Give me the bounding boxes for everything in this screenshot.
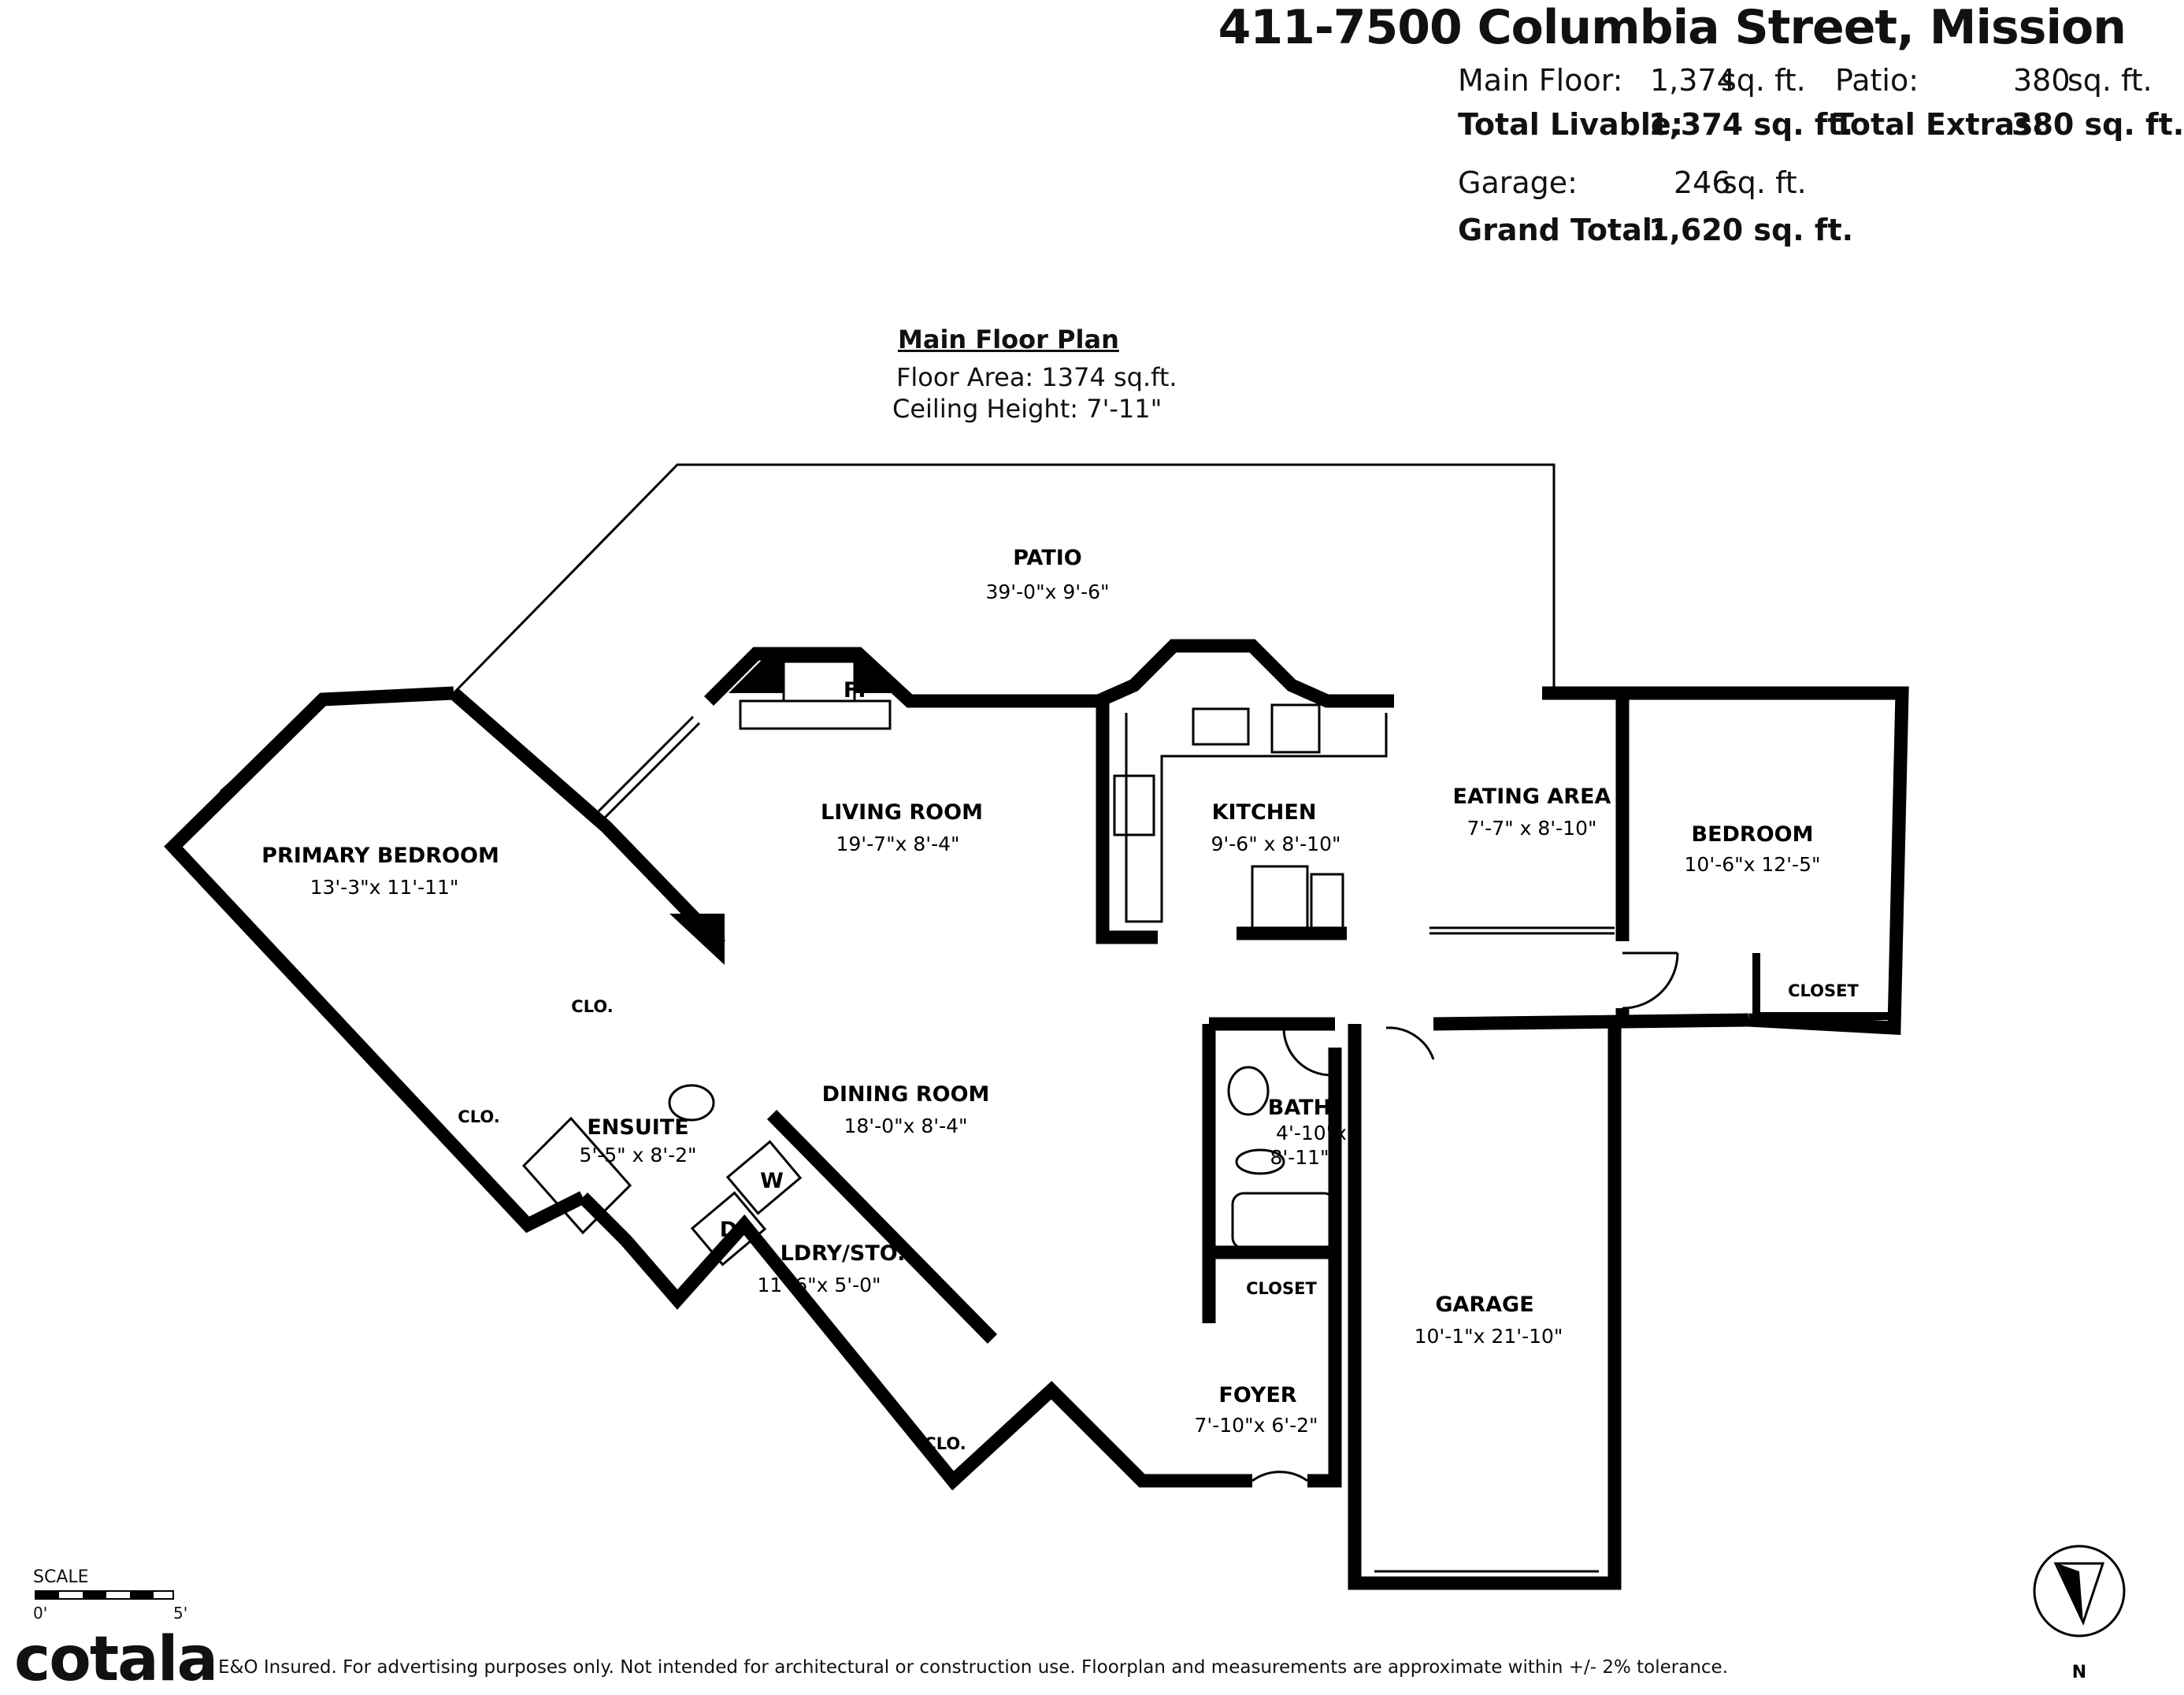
total-livable-label: Total Livable:	[1458, 107, 1683, 142]
laundry-closet-label: CLO.	[924, 1434, 966, 1453]
eating-area-name: EATING AREA	[1453, 784, 1611, 809]
scale-start: 0'	[33, 1604, 48, 1623]
patio-unit: sq. ft.	[2067, 63, 2152, 98]
patio-dim: 39'-0"x 9'-6"	[985, 580, 1109, 603]
dining-room-name: DINING ROOM	[822, 1082, 990, 1107]
north-arrow-icon: N	[2033, 1545, 2126, 1682]
plan-floor-area: Floor Area: 1374 sq.ft.	[896, 362, 1177, 392]
kitchen-name: KITCHEN	[1212, 800, 1317, 825]
total-livable-value: 1,374 sq. ft.	[1648, 107, 1854, 142]
ensuite-closet-label: CLO.	[571, 997, 613, 1016]
patio-label: Patio:	[1835, 63, 1919, 98]
bath-name: BATH	[1268, 1096, 1331, 1120]
fireplace-hearth	[739, 699, 892, 730]
cotala-logo: cotala	[14, 1624, 218, 1695]
corner-pillar	[669, 914, 725, 965]
garage-value: 246	[1674, 165, 1731, 200]
main-floor-unit: sq. ft.	[1721, 63, 1806, 98]
laundry-dim: 11'-6"x 5'-0"	[757, 1274, 881, 1296]
foyer-dim: 7'-10"x 6'-2"	[1194, 1414, 1318, 1437]
stove	[1113, 774, 1155, 836]
garage-label: Garage:	[1458, 165, 1578, 200]
kitchen-dim: 9'-6" x 8'-10"	[1211, 833, 1340, 855]
patio-name: PATIO	[1013, 546, 1082, 570]
fridge	[1270, 703, 1321, 754]
washer-box	[725, 1140, 803, 1215]
primary-bedroom-dim: 13'-3"x 11'-11"	[310, 876, 459, 899]
garage-name: GARAGE	[1435, 1293, 1533, 1317]
kitchen-sink	[1192, 707, 1250, 746]
grand-total-value: 1,620 sq. ft.	[1648, 213, 1854, 247]
laundry-name: LDRY/STO.	[781, 1241, 906, 1266]
total-extras-value: 380 sq. ft.	[2012, 107, 2184, 142]
dryer-label: D	[720, 1218, 737, 1242]
washer-label: W	[760, 1169, 784, 1193]
scale-end: 5'	[173, 1604, 188, 1623]
scale-bar	[35, 1590, 174, 1600]
main-floor-label: Main Floor:	[1458, 63, 1623, 98]
main-floor-value: 1,374	[1650, 63, 1736, 98]
ensuite-dim: 5'-5" x 8'-2"	[579, 1144, 696, 1166]
scale-label: SCALE	[33, 1567, 89, 1587]
plan-ceiling-height: Ceiling Height: 7'-11"	[892, 394, 1162, 424]
disclaimer-text: E&O Insured. For advertising purposes on…	[218, 1657, 1729, 1678]
bedroom-dim: 10'-6"x 12'-5"	[1685, 853, 1821, 876]
grand-total-label: Grand Total:	[1458, 213, 1665, 247]
eating-area-dim: 7'-7" x 8'-10"	[1467, 817, 1596, 840]
patio-value: 380	[2013, 63, 2071, 98]
bathtub	[1231, 1192, 1337, 1250]
dining-room-dim: 18'-0"x 8'-4"	[844, 1115, 967, 1137]
bedroom-closet-label: CLOSET	[1788, 981, 1859, 1000]
primary-bedroom-name: PRIMARY BEDROOM	[261, 844, 499, 868]
kitchen-counter	[1125, 713, 1388, 923]
exterior-walls	[164, 639, 1909, 1590]
foyer-closet-label: CLOSET	[1246, 1279, 1317, 1298]
plan-title: Main Floor Plan	[898, 325, 1119, 354]
foyer-name: FOYER	[1218, 1383, 1296, 1408]
living-room-dim: 19'-7"x 8'-4"	[836, 833, 959, 855]
garage-dim: 10'-1"x 21'-10"	[1415, 1325, 1563, 1348]
total-extras-label: Total Extras:	[1834, 107, 2045, 142]
property-address: 411-7500 Columbia Street, Mission	[1218, 0, 2127, 55]
living-room-name: LIVING ROOM	[821, 800, 983, 825]
shower	[521, 1116, 632, 1235]
bedroom-closet-walls	[1752, 953, 1894, 1020]
patio-outline	[452, 463, 1555, 695]
garage-unit: sq. ft.	[1722, 165, 1807, 200]
kitchen-island	[1251, 865, 1309, 931]
primary-closet-label: CLO.	[458, 1107, 499, 1126]
fireplace-label: FP	[844, 678, 873, 703]
north-label: N	[2072, 1663, 2086, 1682]
bedroom-name: BEDROOM	[1692, 822, 1814, 847]
bath-dim-1: 4'-10"x	[1276, 1122, 1347, 1144]
ensuite-name: ENSUITE	[587, 1115, 688, 1140]
bath-dim-2: 8'-11"	[1270, 1146, 1329, 1169]
dryer-box	[690, 1191, 767, 1267]
